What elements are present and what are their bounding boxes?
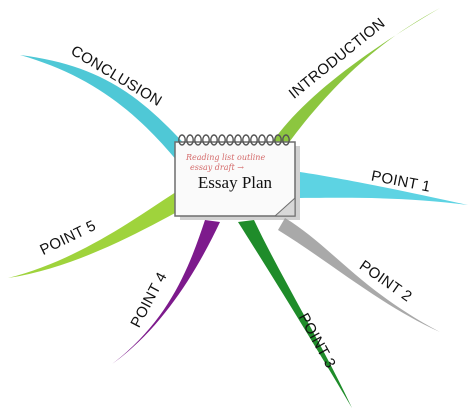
notepad-scribble-1: Reading list outline <box>185 153 265 162</box>
branch-point-1[interactable] <box>300 172 468 205</box>
central-notepad[interactable]: Reading list outline essay draft → Essay… <box>174 134 300 220</box>
branch-point-2[interactable] <box>278 218 440 332</box>
branch-point-4[interactable] <box>112 220 220 364</box>
notepad-page <box>174 141 296 217</box>
branch-point-5[interactable] <box>8 188 190 278</box>
notepad-scribble-2: essay draft → <box>190 163 244 172</box>
branch-point-3[interactable] <box>238 220 352 408</box>
notepad-title: Essay Plan <box>198 173 273 192</box>
label-point-3: POINT 3 <box>295 310 339 371</box>
branch-conclusion[interactable] <box>20 55 190 162</box>
label-introduction: INTRODUCTION <box>286 15 389 103</box>
branch-introduction[interactable] <box>268 8 440 152</box>
page-curl-icon <box>273 196 296 217</box>
spiral-binding-icon <box>178 134 290 146</box>
label-point-4: POINT 4 <box>127 269 170 330</box>
